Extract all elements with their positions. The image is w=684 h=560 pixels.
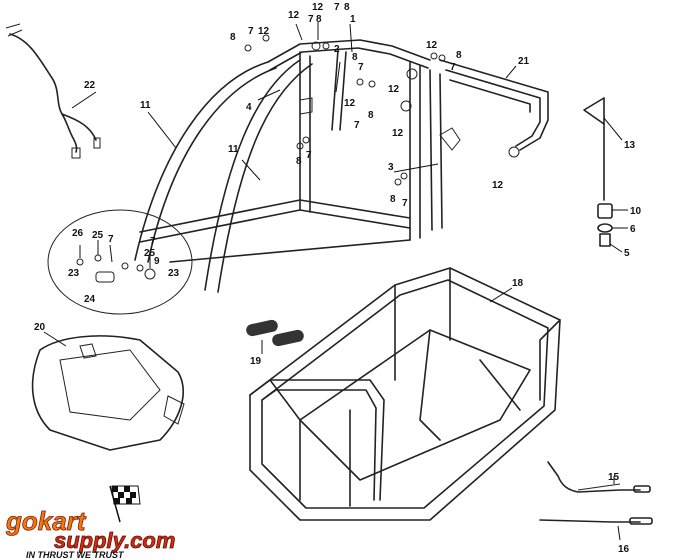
gokartsupply-logo: gokart supply.com IN THRUST WE TRUST xyxy=(5,485,176,560)
bolt-5 xyxy=(599,233,611,247)
cables xyxy=(539,461,653,541)
callout-12f: 12 xyxy=(388,84,400,95)
callout-8e: 8 xyxy=(368,110,374,121)
callout-5: 5 xyxy=(624,248,630,259)
callout-8b: 8 xyxy=(316,14,322,25)
callout-2: 2 xyxy=(334,44,340,55)
wiring-harness xyxy=(5,23,101,159)
body-panel xyxy=(31,335,185,451)
callout-7g: 7 xyxy=(306,150,312,161)
callout-25a: 25 xyxy=(92,230,104,241)
callout-12c: 12 xyxy=(312,2,324,13)
callout-11a: 11 xyxy=(140,100,151,111)
callout-7b: 7 xyxy=(308,14,314,25)
callout-12g: 12 xyxy=(392,128,404,139)
callout-1: 1 xyxy=(350,14,356,25)
washer-6 xyxy=(597,223,613,233)
logo-tagline: IN THRUST WE TRUST xyxy=(26,550,125,560)
callout-10: 10 xyxy=(630,206,642,217)
callout-3: 3 xyxy=(388,162,394,173)
callout-7e: 7 xyxy=(354,120,360,131)
callout-12e: 12 xyxy=(344,98,356,109)
callout-20: 20 xyxy=(34,322,46,333)
callout-7c: 7 xyxy=(334,2,340,13)
callout-22: 22 xyxy=(84,80,96,91)
callout-7f: 7 xyxy=(450,62,456,73)
callout-12a: 12 xyxy=(288,10,300,21)
flag-assembly xyxy=(583,97,628,253)
callout-16: 16 xyxy=(618,544,630,555)
callout-19: 19 xyxy=(250,356,262,367)
callout-23a: 23 xyxy=(68,268,80,279)
callout-11b: 11 xyxy=(228,144,239,155)
callout-8f: 8 xyxy=(456,50,462,61)
callout-8a: 8 xyxy=(230,32,236,43)
callout-25b: 25 xyxy=(144,248,156,259)
callout-6: 6 xyxy=(630,224,636,235)
callout-21: 21 xyxy=(518,56,530,67)
callout-8h: 8 xyxy=(390,194,396,205)
callout-7i: 7 xyxy=(108,234,114,245)
logo-line1: gokart xyxy=(5,506,87,536)
roll-cage xyxy=(134,39,549,293)
callout-7a: 7 xyxy=(248,26,254,37)
detail-circle xyxy=(47,209,193,315)
callout-4: 4 xyxy=(246,102,252,113)
flag-holder-10 xyxy=(597,203,613,219)
callout-9: 9 xyxy=(154,256,160,267)
callout-labels: 1 2 3 4 5 6 7 7 7 7 7 7 7 7 7 7 8 8 8 8 … xyxy=(34,2,642,555)
callout-24: 24 xyxy=(84,294,96,305)
bushing-24-shape xyxy=(95,271,115,283)
callout-12h: 12 xyxy=(492,180,504,191)
callout-8g: 8 xyxy=(296,156,302,167)
logo-line2: supply.com xyxy=(54,528,175,553)
hardware xyxy=(244,34,520,186)
callout-8d: 8 xyxy=(352,52,358,63)
callout-8c: 8 xyxy=(344,2,350,13)
callout-26: 26 xyxy=(72,228,84,239)
leader-lines xyxy=(43,22,517,354)
callout-13: 13 xyxy=(624,140,636,151)
callout-12b: 12 xyxy=(258,26,270,37)
seat-pads xyxy=(246,319,304,347)
callout-12d: 12 xyxy=(426,40,438,51)
main-frame xyxy=(249,267,561,521)
callout-23b: 23 xyxy=(168,268,180,279)
callout-18: 18 xyxy=(512,278,524,289)
callout-15: 15 xyxy=(608,472,620,483)
callout-7j: 7 xyxy=(150,236,156,247)
callout-7h: 7 xyxy=(402,198,408,209)
checkered-flag-icon xyxy=(109,485,141,523)
callout-7d: 7 xyxy=(358,62,364,73)
